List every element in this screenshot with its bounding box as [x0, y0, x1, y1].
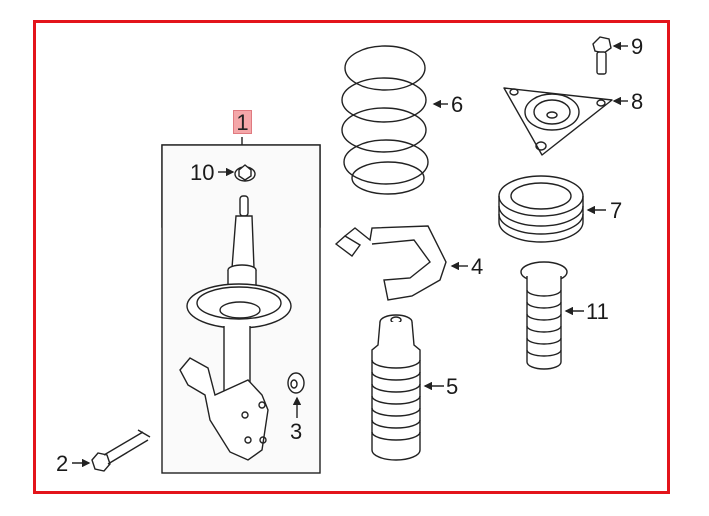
strut-icon [179, 195, 292, 461]
bump-stop-icon [520, 261, 584, 370]
spring-insulator-icon [498, 175, 606, 243]
callout-8[interactable]: 8 [631, 89, 644, 114]
bolt-9-icon [592, 36, 628, 75]
callout-2[interactable]: 2 [56, 451, 69, 476]
callout-1-highlighted[interactable]: 1 [233, 110, 252, 135]
callout-6[interactable]: 6 [451, 92, 464, 117]
nut-3-icon [287, 372, 305, 418]
nut-10-icon [218, 164, 256, 182]
bolt-2-icon [72, 429, 151, 472]
callout-5[interactable]: 5 [446, 374, 459, 399]
dust-boot-icon [371, 314, 444, 461]
callout-4[interactable]: 4 [471, 254, 484, 279]
callout-7[interactable]: 7 [610, 198, 623, 223]
callout-10[interactable]: 10 [190, 160, 215, 185]
callout-11[interactable]: 11 [586, 299, 609, 324]
callout-9[interactable]: 9 [631, 34, 644, 59]
strut-mount-icon [503, 87, 628, 156]
callout-3[interactable]: 3 [290, 419, 303, 444]
coil-spring-icon [341, 45, 448, 195]
spring-seat-icon [334, 225, 468, 301]
